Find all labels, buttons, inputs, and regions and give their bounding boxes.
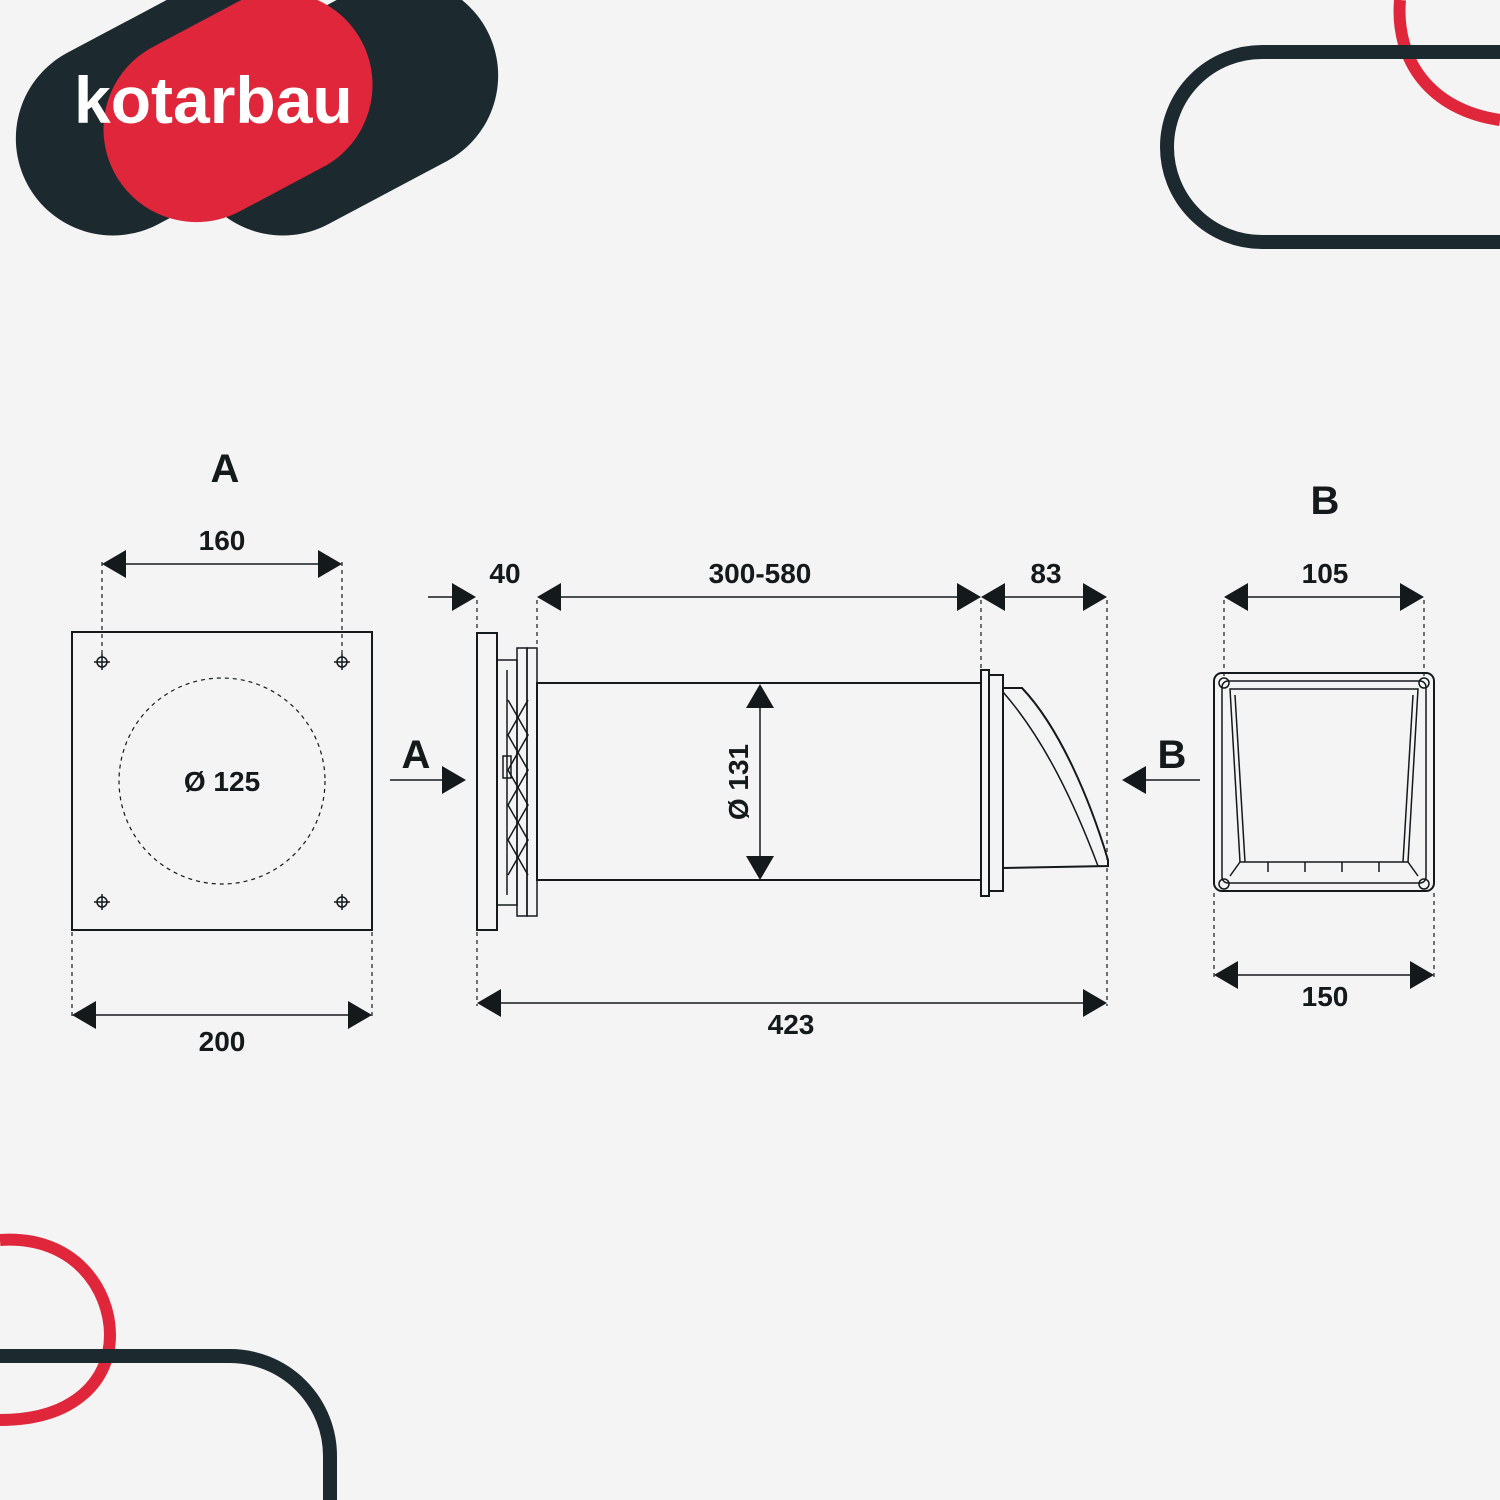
svg-text:105: 105	[1302, 558, 1349, 589]
weather-hood	[1002, 687, 1109, 869]
svg-text:160: 160	[199, 525, 246, 556]
duct-opening-circle	[118, 677, 326, 885]
side-view: A B	[390, 558, 1200, 1040]
duct-tube	[536, 682, 982, 881]
hood-screw-holes	[1218, 677, 1430, 890]
front-plate	[71, 631, 373, 931]
svg-text:83: 83	[1030, 558, 1061, 589]
dim-total-length: 423	[476, 868, 1108, 1040]
view-a-diameter: Ø 125	[184, 766, 260, 797]
view-a: A Ø 125 160 200	[71, 447, 373, 1057]
mounting-holes	[94, 654, 350, 910]
view-arrow-b: B	[1122, 733, 1200, 794]
view-b: B 105	[1213, 479, 1435, 1012]
hood-frame-inner	[1221, 680, 1427, 884]
dim-hood-depth: 83	[981, 558, 1108, 860]
svg-text:300-580: 300-580	[709, 558, 812, 589]
hood-opening	[1229, 688, 1419, 863]
decor-bottom-left	[0, 1233, 337, 1500]
dim-hood-inner-width: 105	[1223, 558, 1425, 676]
dim-plate-width: 200	[71, 932, 373, 1057]
svg-text:423: 423	[768, 1009, 815, 1040]
brand-logo: kotarbau	[15, 0, 499, 236]
svg-text:40: 40	[489, 558, 520, 589]
svg-text:200: 200	[199, 1026, 246, 1057]
decor-top-right	[1160, 0, 1500, 249]
view-arrow-a: A	[390, 733, 466, 794]
svg-text:B: B	[1158, 733, 1187, 777]
dim-hole-spacing: 160	[101, 525, 343, 654]
hood-slats	[1267, 862, 1380, 872]
hood-frame-outer	[1213, 672, 1435, 892]
dim-tube-length: 300-580	[536, 558, 982, 670]
outer-flange-right	[988, 674, 1004, 892]
fan-assembly	[496, 647, 538, 917]
view-b-title: B	[1311, 479, 1340, 523]
svg-text:A: A	[402, 733, 431, 777]
dim-tube-diameter: Ø 131	[723, 684, 774, 880]
svg-text:150: 150	[1302, 981, 1349, 1012]
svg-text:Ø 131: Ø 131	[723, 744, 754, 820]
view-a-title: A	[211, 447, 240, 491]
inner-plate	[476, 632, 498, 931]
brand-name: kotarbau	[74, 63, 353, 137]
outer-flange-left	[980, 669, 990, 897]
dim-hood-outer-width: 150	[1213, 893, 1435, 1012]
dim-flange-depth: 40	[428, 558, 521, 632]
